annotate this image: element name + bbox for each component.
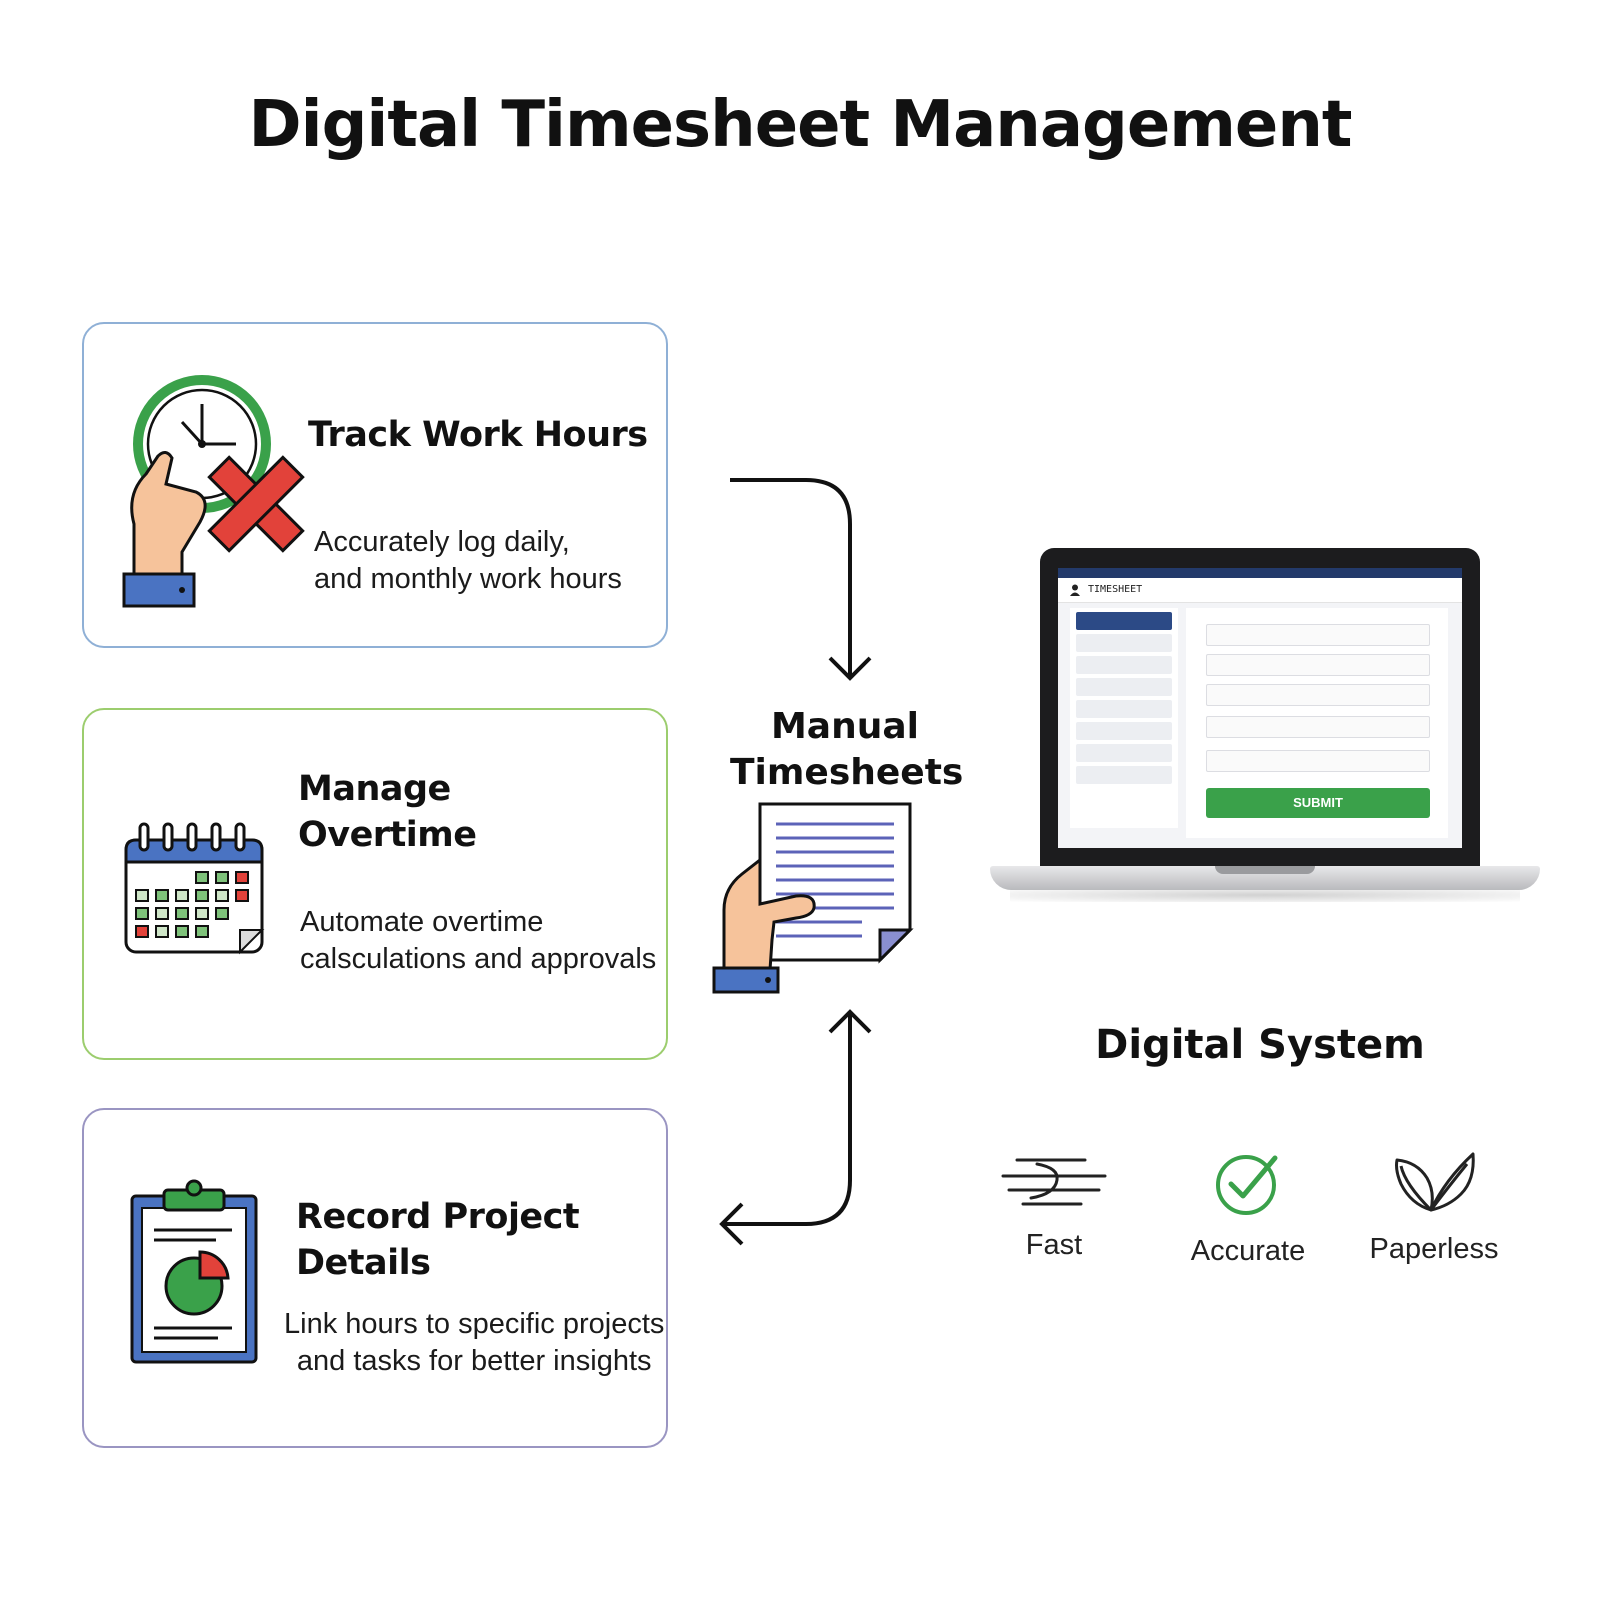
sidebar-item[interactable] (1076, 634, 1172, 652)
sidebar-item[interactable] (1076, 744, 1172, 762)
card-title: Manage Overtime (298, 766, 477, 858)
benefit-label: Fast (1025, 1229, 1083, 1261)
app-sidebar (1070, 608, 1178, 828)
description-line: Link hours to specific projects (284, 1308, 665, 1340)
card-title: Track Work Hours (308, 415, 648, 455)
sidebar-item[interactable] (1076, 612, 1172, 630)
card-description: Link hours to specific projects and task… (284, 1306, 664, 1380)
clock-hand-cross-icon (122, 375, 305, 608)
card-description: Accurately log daily, and monthly work h… (314, 524, 622, 598)
form-field[interactable] (1206, 684, 1430, 706)
user-icon (1070, 584, 1080, 596)
card-manage-overtime: Manage Overtime Automate overtime calscu… (82, 708, 668, 1060)
hand-document-icon (712, 802, 914, 994)
description-line: and monthly work hours (314, 563, 622, 595)
clipboard-chart-icon (130, 1179, 258, 1364)
benefit-label: Paperless (1369, 1233, 1499, 1265)
card-description: Automate overtime calsculations and appr… (300, 904, 656, 978)
card-title-line: Manage (298, 769, 451, 809)
laptop-shadow (1010, 888, 1520, 902)
laptop-notch (1215, 866, 1315, 874)
description-line: Accurately log daily, (314, 526, 570, 558)
laptop-screen-bezel: TIMESHEET SUBMIT (1040, 548, 1480, 870)
timesheet-form: SUBMIT (1186, 608, 1448, 838)
form-field[interactable] (1206, 750, 1430, 772)
app-header: TIMESHEET (1058, 578, 1462, 603)
card-track-work-hours: Track Work Hours Accurately log daily, a… (82, 322, 668, 648)
app-title: TIMESHEET (1088, 584, 1143, 595)
arrow-up (724, 1014, 852, 1226)
digital-system-heading: Digital System (1095, 1022, 1425, 1068)
sidebar-item[interactable] (1076, 700, 1172, 718)
label-line: Timesheets (730, 752, 964, 793)
laptop-icon: TIMESHEET SUBMIT (990, 548, 1540, 908)
check-circle-icon (1216, 1155, 1278, 1215)
arrow-down (730, 478, 852, 676)
benefit-label: Accurate (1190, 1235, 1306, 1267)
sidebar-item[interactable] (1076, 656, 1172, 674)
form-field[interactable] (1206, 624, 1430, 646)
form-field[interactable] (1206, 716, 1430, 738)
card-title-line: Overtime (298, 815, 477, 855)
arrow-up-head (828, 1009, 872, 1034)
app-topbar (1058, 568, 1462, 578)
calendar-icon (124, 822, 265, 955)
leaf-icon (1395, 1152, 1475, 1212)
card-record-project-details: Record Project Details Link hours to spe… (82, 1108, 668, 1448)
sidebar-item[interactable] (1076, 722, 1172, 740)
form-field[interactable] (1206, 654, 1430, 676)
description-line: calsculations and approvals (300, 943, 657, 975)
card-title: Record Project Details (296, 1197, 580, 1283)
speed-lines-icon (1001, 1158, 1107, 1206)
page-title: Digital Timesheet Management (248, 88, 1353, 162)
benefit-paperless: Paperless (1334, 1150, 1534, 1266)
sidebar-item[interactable] (1076, 766, 1172, 784)
manual-timesheets-label: Manual Timesheets (730, 704, 964, 796)
timesheet-app-screen: TIMESHEET SUBMIT (1058, 568, 1462, 848)
description-line: Automate overtime (300, 906, 544, 938)
description-line: and tasks for better insights (296, 1345, 652, 1377)
arrow-left-head (719, 1202, 744, 1246)
arrow-down-head (828, 656, 872, 681)
benefit-accurate: Accurate (1148, 1150, 1348, 1268)
label-line: Manual (770, 706, 919, 747)
submit-button[interactable]: SUBMIT (1206, 788, 1430, 818)
benefit-fast: Fast (954, 1150, 1154, 1262)
sidebar-item[interactable] (1076, 678, 1172, 696)
